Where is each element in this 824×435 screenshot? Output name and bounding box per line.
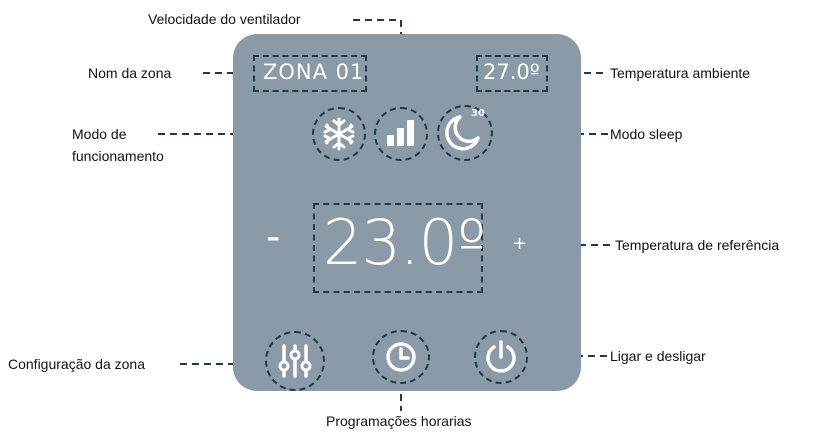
ambient-temp-highlight <box>476 55 548 92</box>
snowflake-icon <box>322 117 356 151</box>
label-zone-config: Configuração da zona <box>8 356 145 372</box>
power-icon <box>484 339 518 375</box>
label-on-off: Ligar e desligar <box>610 348 706 364</box>
power-button[interactable] <box>474 330 528 384</box>
fan-speed-bars-icon <box>386 117 416 147</box>
label-mode-line2: funcionamento <box>72 148 164 164</box>
moon-sleep-icon <box>444 112 488 152</box>
schedules-button[interactable] <box>372 330 430 384</box>
plus-button[interactable]: + <box>512 233 528 254</box>
ambient-temp-text: 27.0º <box>483 60 540 84</box>
sleep-badge: 30 <box>471 108 485 119</box>
mode-button[interactable] <box>312 107 366 161</box>
zone-config-button[interactable] <box>265 331 325 391</box>
minus-button[interactable]: - <box>266 214 281 260</box>
label-fan-speed: Velocidade do ventilador <box>148 11 301 27</box>
sliders-icon <box>277 343 313 379</box>
label-setpoint: Temperatura de referência <box>615 237 780 253</box>
label-ambient-temp: Temperatura ambiente <box>610 65 751 81</box>
zone-name-text[interactable]: ZONA 01 <box>263 60 365 84</box>
label-mode-line1: Modo de <box>72 126 127 142</box>
clock-icon <box>384 340 418 374</box>
sleep-mode-button[interactable] <box>437 105 493 161</box>
label-schedules: Programações horarias <box>326 413 472 429</box>
fan-speed-button[interactable] <box>374 107 428 161</box>
setpoint-highlight <box>313 203 483 293</box>
label-zone-name: Nom da zona <box>88 65 172 81</box>
zone-name-highlight <box>253 55 367 92</box>
setpoint-temp-text: 23.0º <box>323 206 486 279</box>
label-sleep-mode: Modo sleep <box>610 126 683 142</box>
